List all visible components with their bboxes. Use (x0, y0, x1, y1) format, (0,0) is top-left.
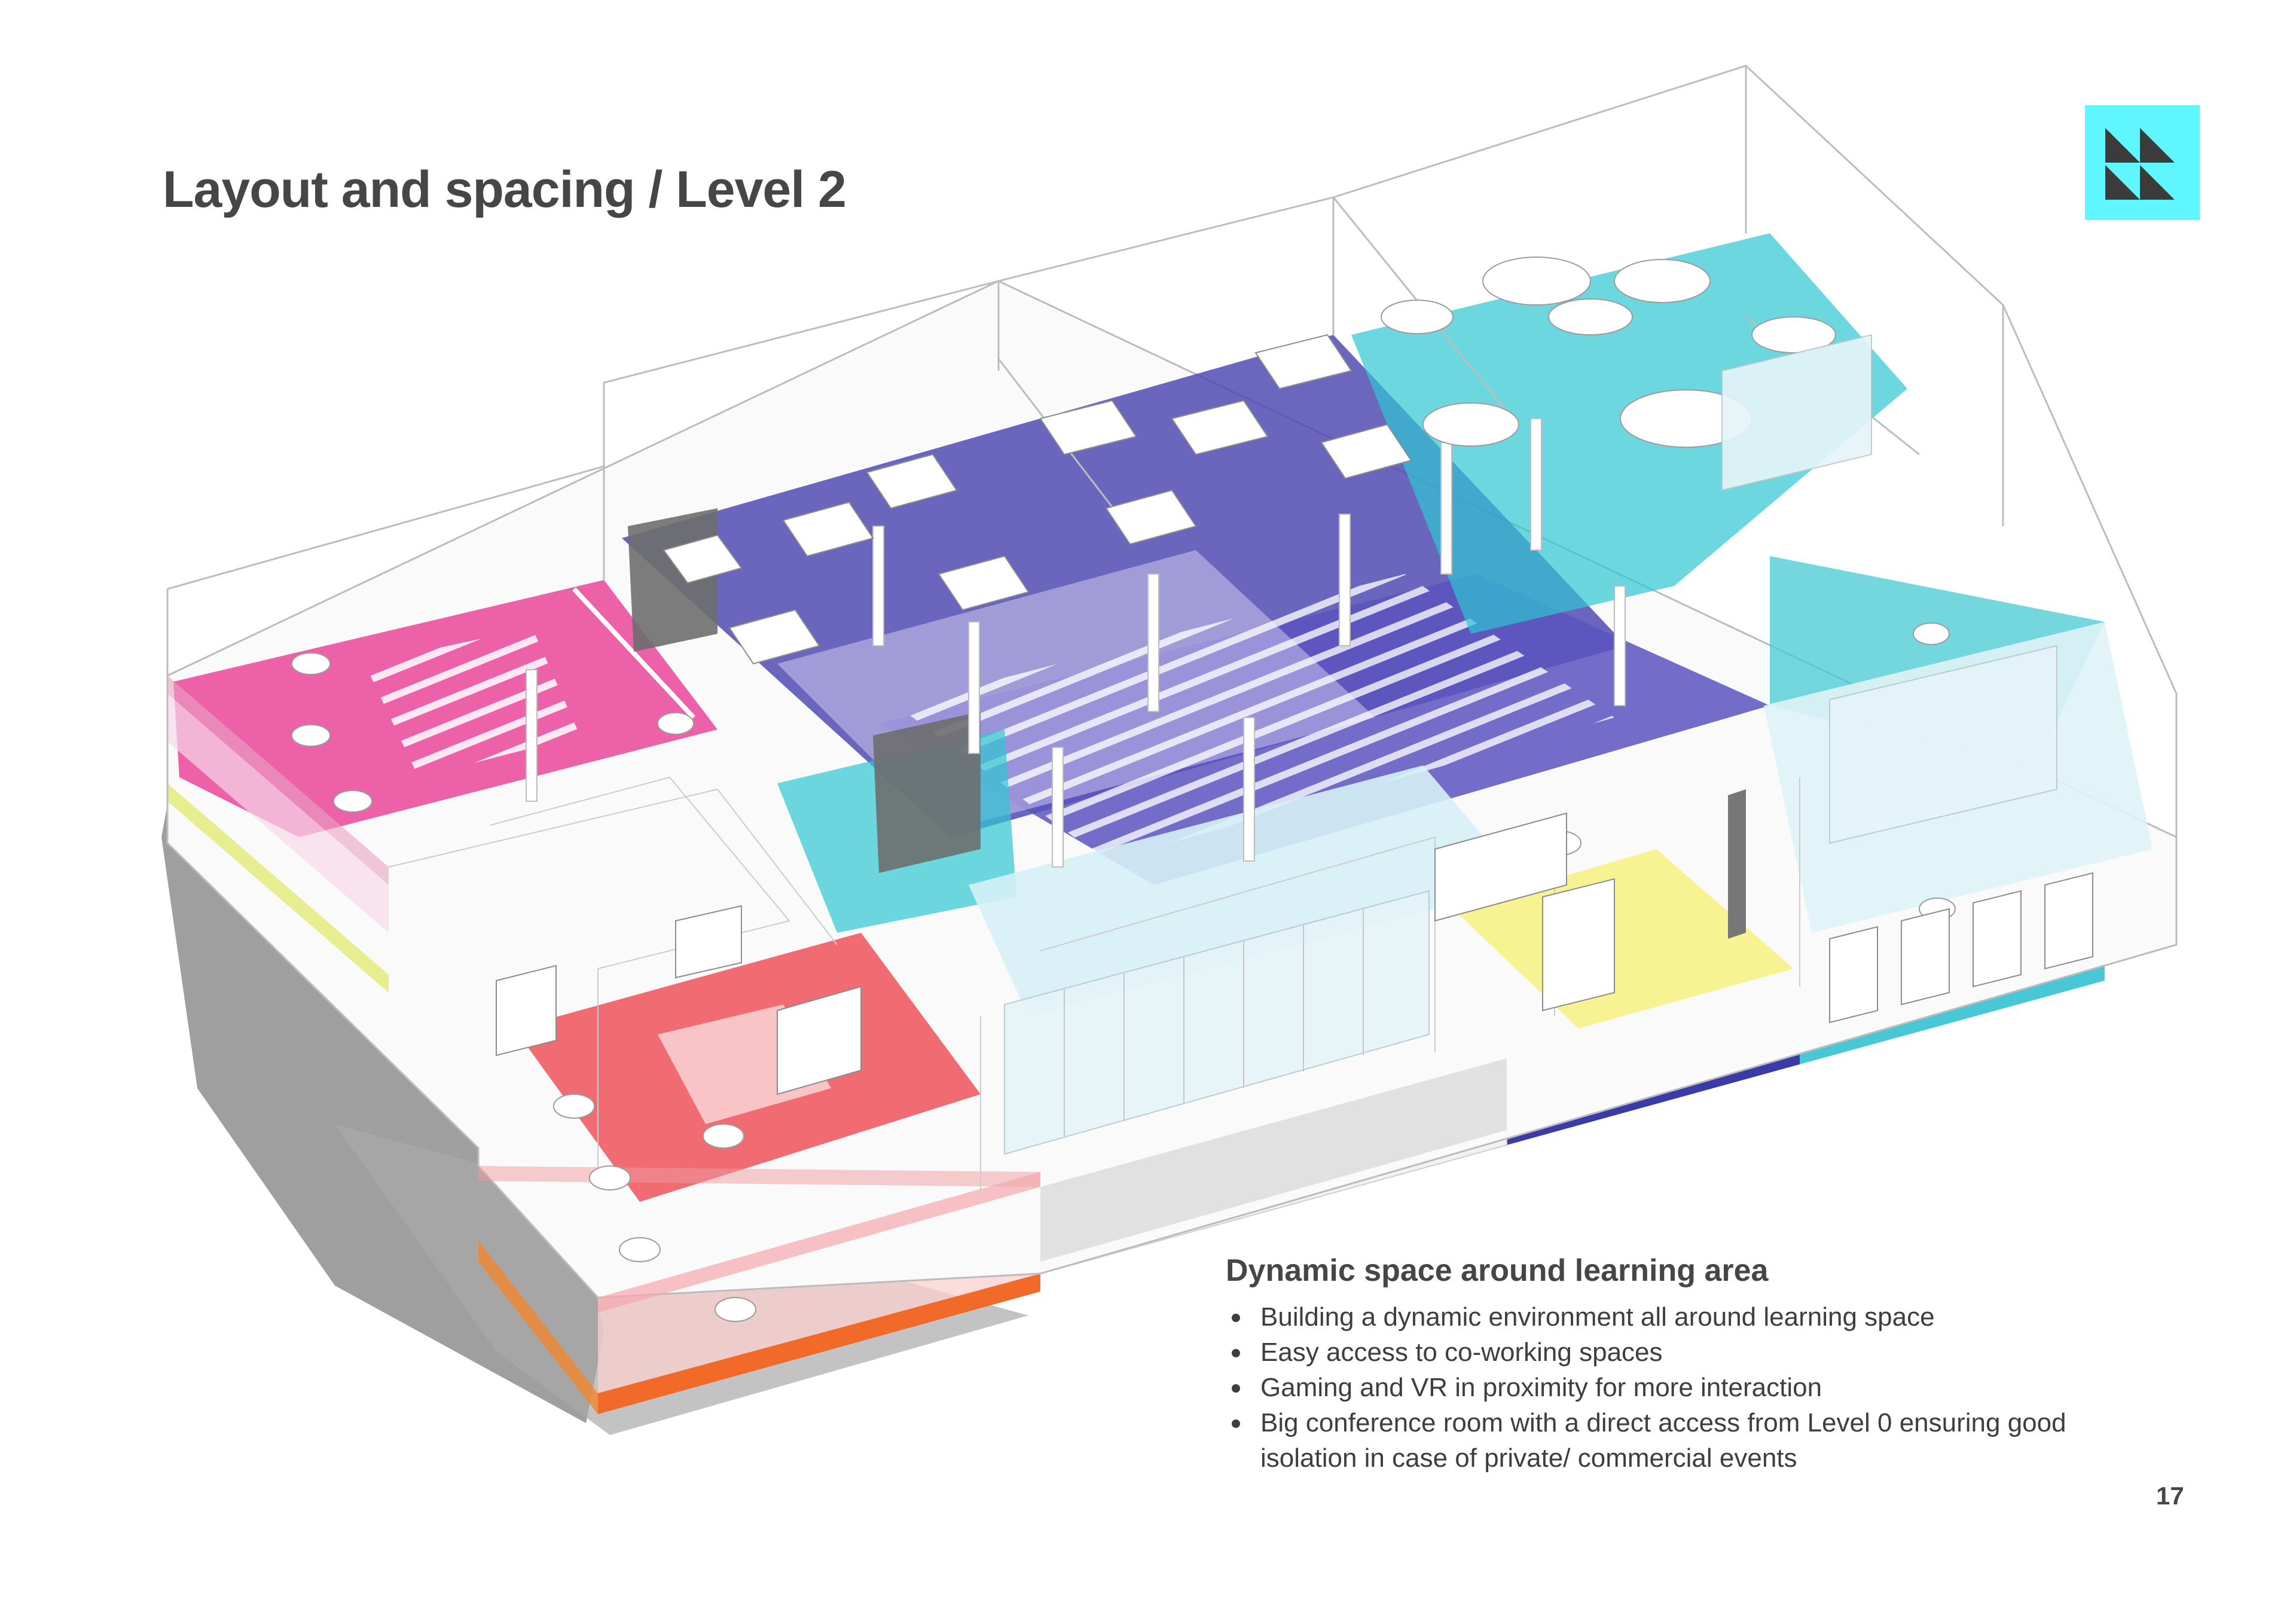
list-item-text: Gaming and VR in proximity for more inte… (1260, 1373, 1822, 1402)
bookshelves (496, 812, 1615, 1095)
conference-yellow-edge (167, 783, 389, 993)
bullet-icon (1232, 1349, 1240, 1357)
interior-wall (1728, 789, 1746, 939)
list-item-text: Building a dynamic environment all aroun… (1260, 1302, 1935, 1332)
level0-facade (1040, 1058, 1507, 1262)
bullet-icon (1232, 1420, 1240, 1428)
gaming-vr-zone (1453, 849, 1794, 1028)
cafe-glass-front (598, 1172, 1040, 1312)
bullet-icon (1232, 1314, 1240, 1322)
interior-partitions (388, 776, 1800, 1196)
feature-list: Building a dynamic environment all aroun… (1226, 1299, 2123, 1476)
bullet-icon (1232, 1384, 1240, 1393)
study-tables (662, 334, 1412, 665)
list-item: Easy access to co-working spaces (1226, 1335, 2123, 1370)
list-item: Big conference room with a direct access… (1226, 1405, 2123, 1476)
level0-orange-edge (598, 1274, 1040, 1414)
interior-wall (628, 508, 718, 652)
study-desks (897, 574, 1614, 861)
conference-stage (572, 587, 695, 719)
list-item: Building a dynamic environment all aroun… (1226, 1299, 2123, 1335)
interior-wall (873, 712, 981, 873)
list-item-text: Big conference room with a direct access… (1260, 1408, 2066, 1473)
list-item: Gaming and VR in proximity for more inte… (1226, 1370, 2123, 1405)
conference-facade-edge (167, 676, 389, 885)
conference-pink-glass (167, 694, 389, 933)
logo-mark-icon (2105, 128, 2175, 200)
level0-cyan-edge (1800, 966, 2105, 1064)
page-title: Layout and spacing / Level 2 (163, 161, 847, 218)
meeting-room-dividers (1064, 909, 1364, 1136)
feature-description: Dynamic space around learning area Build… (1226, 1253, 2123, 1476)
brand-logo-icon (2085, 105, 2200, 220)
columns (526, 418, 1626, 868)
level0-lockers (1829, 872, 2093, 1024)
coworking-pods (1381, 257, 1836, 448)
meeting-rooms (1004, 334, 2057, 1155)
section-heading: Dynamic space around learning area (1226, 1253, 1769, 1288)
list-item-text: Easy access to co-working spaces (1260, 1338, 1663, 1367)
level0-orange-side (478, 1241, 598, 1414)
page-number: 17 (2156, 1482, 2184, 1510)
